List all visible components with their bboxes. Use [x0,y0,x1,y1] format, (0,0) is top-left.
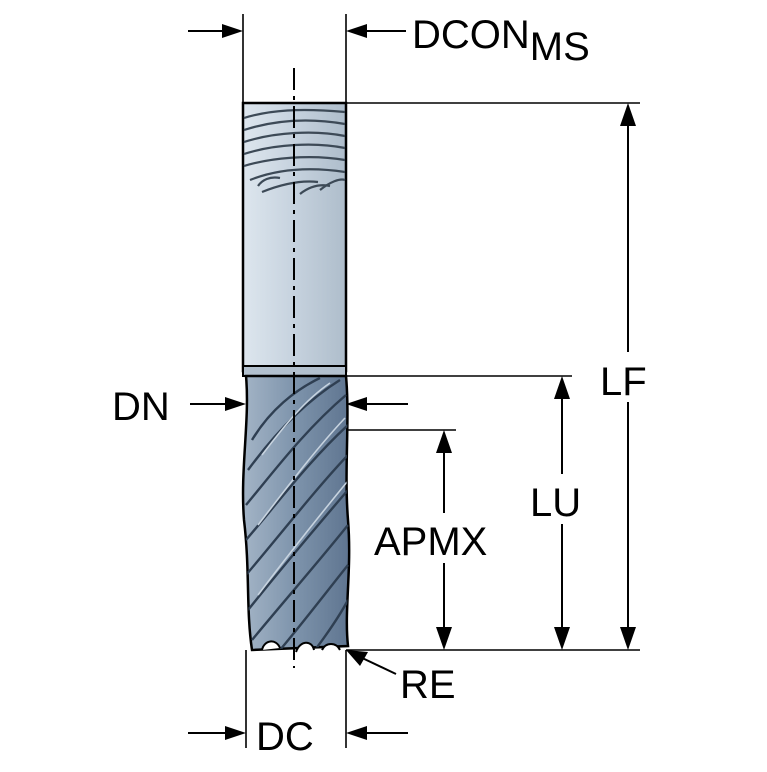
lf-label: LF [600,360,647,404]
dn-label: DN [112,385,170,429]
re-label: RE [400,663,456,707]
helix-lines [245,376,350,650]
lf-dimension: LF [598,103,660,650]
dcon-label: DCONMS [412,13,590,69]
lu-dimension: LU [528,376,598,650]
apmx-dimension: APMX [372,430,520,650]
dcon-dimension: DCONMS [188,13,590,69]
tool-end-teeth [261,640,341,653]
re-callout: RE [346,650,456,707]
shank-grip-texture [243,108,346,195]
lu-label: LU [530,481,581,525]
dn-dimension: DN [112,385,408,429]
dc-label: DC [256,715,314,759]
tool-flutes [241,374,351,653]
extension-lines [242,14,640,748]
dc-dimension: DC [188,715,408,759]
apmx-label: APMX [374,520,487,564]
